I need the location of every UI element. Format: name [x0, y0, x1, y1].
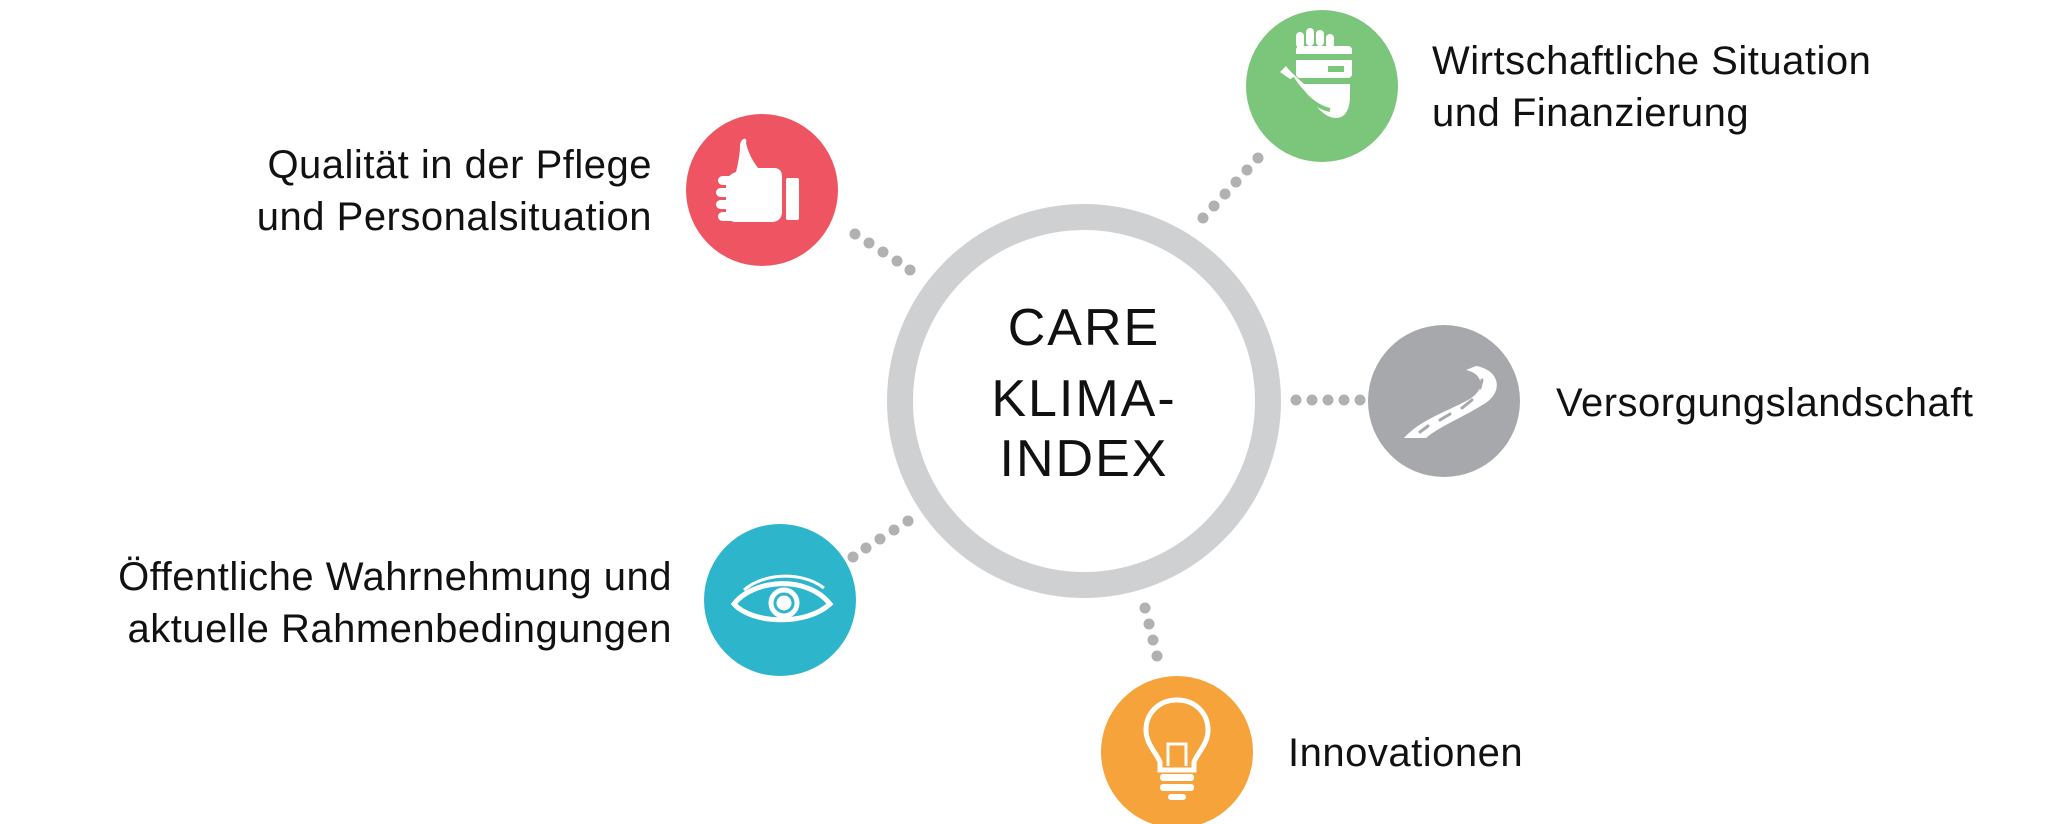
- connector-versorgung: [1290, 394, 1366, 406]
- connector-wirtschaft: [1197, 152, 1264, 224]
- connector-oeffentlich: [847, 515, 914, 563]
- thumbs-up-icon: [716, 138, 799, 222]
- node-oeffentlich[interactable]: Öffentliche Wahrnehmung und aktuelle Rah…: [118, 524, 856, 676]
- center-hub: CARE KLIMA- INDEX: [887, 204, 1281, 598]
- node-oeffentlich-label-1: Öffentliche Wahrnehmung und: [118, 555, 672, 599]
- node-oeffentlich-label-2: aktuelle Rahmenbedingungen: [127, 607, 672, 651]
- node-versorgung-circle[interactable]: [1368, 325, 1520, 477]
- node-qualitaet[interactable]: Qualität in der Pflege und Personalsitua…: [257, 114, 838, 266]
- connector-qualitaet: [849, 228, 916, 276]
- node-qualitaet-label-1: Qualität in der Pflege: [267, 143, 652, 187]
- lightbulb-icon: [1143, 697, 1211, 800]
- center-ring: [887, 204, 1281, 598]
- eye-icon: [730, 574, 834, 623]
- node-wirtschaft-label-2: und Finanzierung: [1432, 91, 1749, 135]
- node-wirtschaft[interactable]: Wirtschaftliche Situation und Finanzieru…: [1246, 10, 1871, 162]
- center-title-line-2: KLIMA-: [991, 370, 1176, 428]
- node-qualitaet-label-2: und Personalsituation: [257, 195, 652, 239]
- node-innovation[interactable]: Innovationen: [1101, 676, 1523, 824]
- connector-innovation: [1139, 602, 1163, 662]
- node-versorgung-label-1: Versorgungslandschaft: [1556, 381, 1973, 425]
- node-innovation-circle[interactable]: [1101, 676, 1253, 824]
- hand-card-icon: [1280, 28, 1352, 118]
- center-title-line-1: CARE: [1008, 299, 1160, 357]
- node-versorgung[interactable]: Versorgungslandschaft: [1368, 325, 1973, 477]
- center-title-line-3: INDEX: [1000, 430, 1169, 488]
- node-wirtschaft-label-1: Wirtschaftliche Situation: [1432, 39, 1871, 83]
- node-innovation-label-1: Innovationen: [1288, 731, 1523, 775]
- connectors: [847, 152, 1366, 662]
- road-icon: [1404, 366, 1497, 438]
